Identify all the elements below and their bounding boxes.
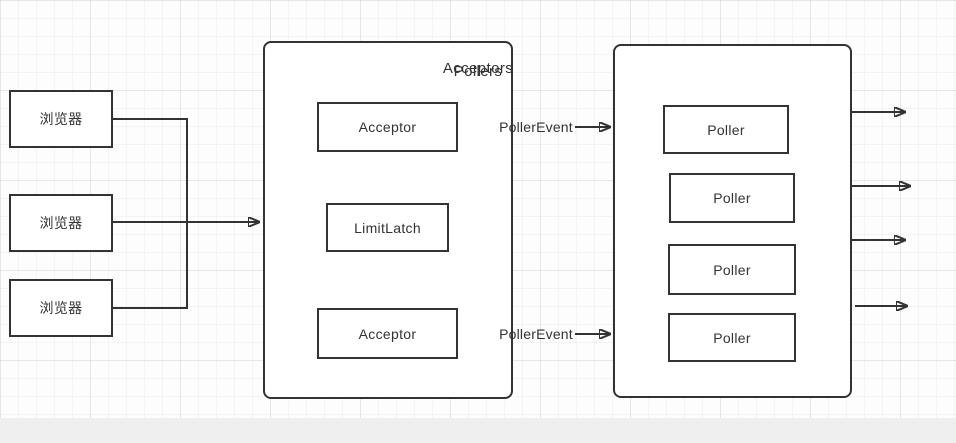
poller-node-4-label: Poller xyxy=(713,329,751,346)
poller-node-2: Poller xyxy=(669,173,795,223)
poller-node-4: Poller xyxy=(668,313,796,362)
poller-node-3: Poller xyxy=(668,244,796,295)
browser-node-3: 浏览器 xyxy=(9,279,113,337)
acceptor-node-bottom: Acceptor xyxy=(317,308,458,359)
pollers-title: Pollers xyxy=(453,63,503,80)
poller-node-2-label: Poller xyxy=(713,190,751,206)
browser-node-3-label: 浏览器 xyxy=(39,300,83,316)
poller-node-1: Poller xyxy=(663,105,789,154)
acceptor-node-bottom-label: Acceptor xyxy=(358,325,417,342)
browser-node-1: 浏览器 xyxy=(9,90,113,148)
pollerevent-label-bottom: PollerEvent xyxy=(499,326,573,342)
browser-node-1-label: 浏览器 xyxy=(39,111,83,127)
poller-node-1-label: Poller xyxy=(707,121,745,138)
browser-node-2-label: 浏览器 xyxy=(39,215,83,231)
acceptor-node-top: Acceptor xyxy=(317,102,458,152)
pollerevent-label-top: PollerEvent xyxy=(499,119,573,135)
acceptors-title: Acceptors xyxy=(442,60,514,77)
poller-node-3-label: Poller xyxy=(713,261,751,278)
acceptor-node-top-label: Acceptor xyxy=(358,119,417,135)
browser-node-2: 浏览器 xyxy=(9,194,113,252)
limitlatch-node-label: LimitLatch xyxy=(354,219,421,236)
canvas-footer-band xyxy=(0,418,956,443)
limitlatch-node: LimitLatch xyxy=(326,203,449,252)
